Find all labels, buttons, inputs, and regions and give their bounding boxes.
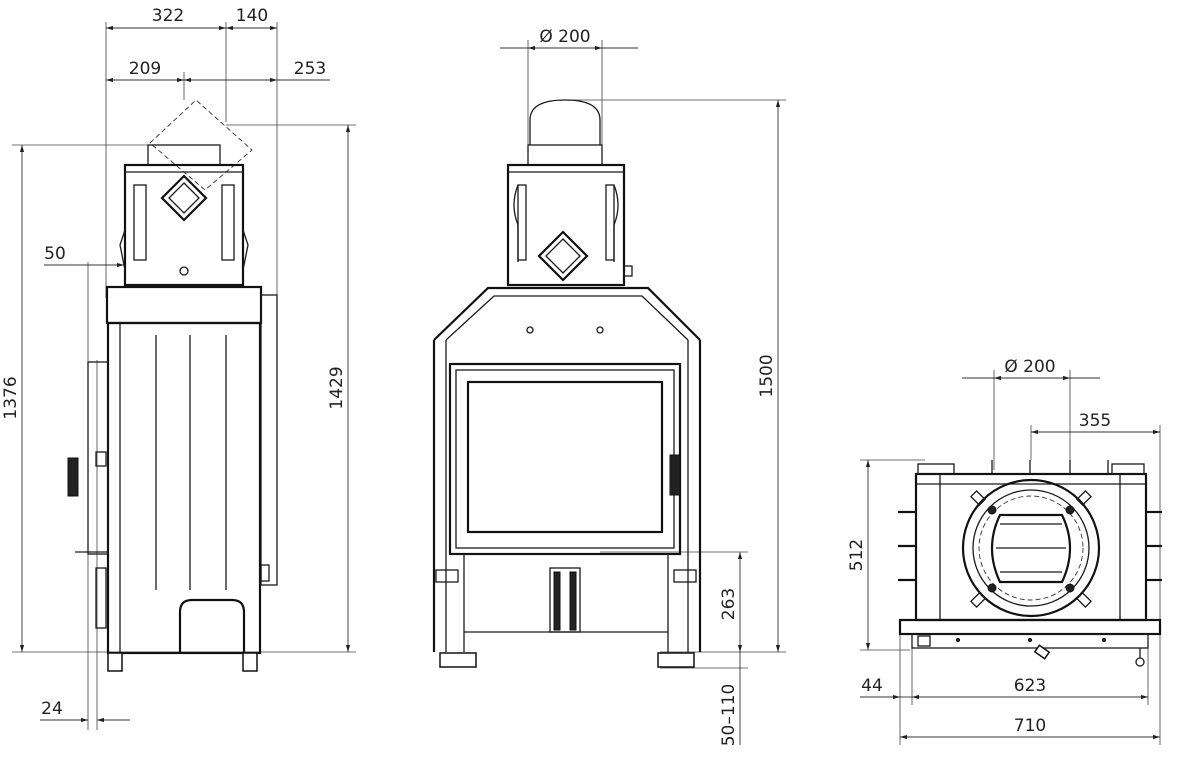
dim-front-diameter: Ø 200: [539, 27, 590, 47]
dim-front-1500: 1500: [757, 354, 777, 397]
dim-side-322: 322: [152, 6, 184, 26]
dim-side-1429: 1429: [327, 366, 347, 409]
dim-front-263: 263: [719, 588, 739, 620]
dim-side-140: 140: [236, 6, 268, 26]
dim-top-diameter: Ø 200: [1004, 357, 1055, 377]
front-view: Ø 200 1500 263 50–110: [432, 27, 786, 747]
dim-front-feet: 50–110: [719, 684, 739, 747]
dim-side-1376: 1376: [1, 376, 21, 419]
top-view: Ø 200 355 512 44 623 710: [847, 357, 1162, 745]
dim-top-355: 355: [1079, 411, 1111, 431]
dim-side-253: 253: [294, 59, 326, 79]
dim-top-623: 623: [1014, 676, 1046, 696]
dim-top-710: 710: [1014, 716, 1046, 736]
dim-top-512: 512: [847, 539, 867, 571]
dim-side-50: 50: [44, 244, 66, 264]
dim-side-24: 24: [41, 699, 63, 719]
side-view: 322 140 209 253 1376 1429 50 24: [1, 6, 356, 730]
dim-side-209: 209: [129, 59, 161, 79]
dim-top-44: 44: [861, 676, 883, 696]
